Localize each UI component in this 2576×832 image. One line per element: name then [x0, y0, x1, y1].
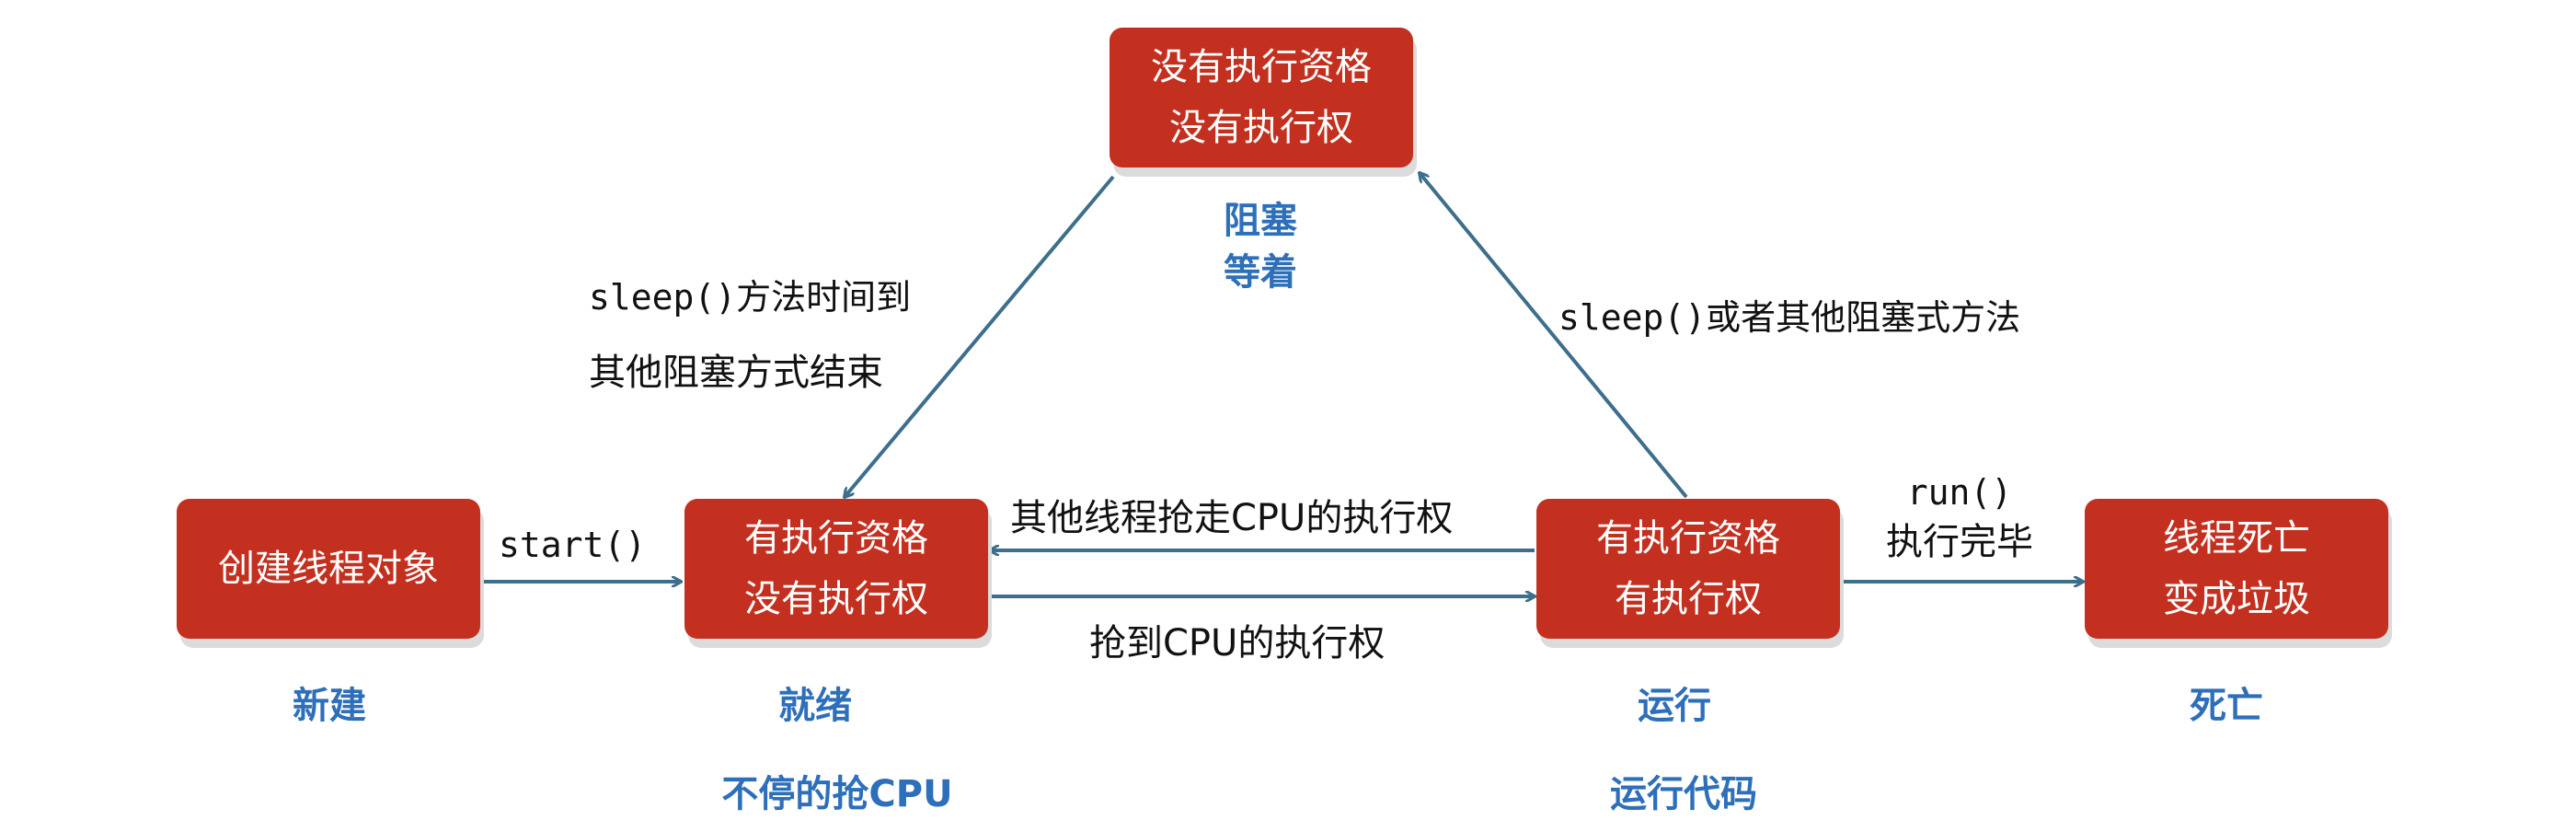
edge-label-start: start() [499, 525, 647, 565]
blocked-state-line1: 阻塞 [1224, 200, 1297, 242]
running-box-line1: 有执行资格 [1596, 517, 1780, 560]
running-state-box: 有执行资格 有执行权 [1536, 499, 1840, 639]
blocked-to-ready-line1: sleep()方法时间到 [589, 277, 912, 318]
new-state-box: 创建线程对象 [177, 499, 480, 639]
dead-state-name: 死亡 [2190, 685, 2263, 727]
arrow-blocked-to-ready [845, 175, 1115, 497]
edge-label-blocked-to-ready: sleep()方法时间到 其他阻塞方式结束 [589, 260, 911, 410]
blocked-to-ready-line2: 其他阻塞方式结束 [589, 352, 883, 394]
dead-box-line1: 线程死亡 [2163, 517, 2310, 560]
dead-box-line2: 变成垃圾 [2163, 578, 2310, 620]
ready-state-box: 有执行资格 没有执行权 [684, 499, 988, 639]
run-done-line2: 执行完毕 [1886, 521, 2033, 563]
edge-label-running-to-ready: 其他线程抢走CPU的执行权 [1010, 497, 1454, 539]
running-box-line2: 有执行权 [1615, 578, 1762, 620]
run-done-line1: run() [1906, 472, 2013, 513]
arrow-running-to-blocked [1420, 173, 1688, 499]
ready-box-line1: 有执行资格 [744, 517, 928, 560]
running-state-desc: 运行代码 [1610, 773, 1757, 815]
running-state-name: 运行 [1638, 685, 1711, 727]
dead-state-box: 线程死亡 变成垃圾 [2085, 499, 2388, 639]
edge-label-running-to-blocked: sleep()或者其他阻塞式方法 [1558, 297, 2021, 338]
new-box-line1: 创建线程对象 [218, 548, 439, 590]
new-state-name: 新建 [293, 685, 366, 727]
blocked-box-line2: 没有执行权 [1169, 107, 1353, 149]
blocked-state-line2: 等着 [1224, 251, 1297, 294]
blocked-state-box: 没有执行资格 没有执行权 [1110, 28, 1413, 168]
edge-label-run-done: run() 执行完毕 [1868, 468, 2052, 567]
ready-state-desc: 不停的抢CPU [721, 773, 953, 815]
blocked-box-line1: 没有执行资格 [1151, 46, 1372, 88]
blocked-state-name: 阻塞 等着 [1168, 195, 1352, 298]
ready-state-name: 就绪 [778, 685, 852, 727]
edge-label-ready-to-running: 抢到CPU的执行权 [1089, 622, 1386, 664]
ready-box-line2: 没有执行权 [744, 578, 928, 620]
